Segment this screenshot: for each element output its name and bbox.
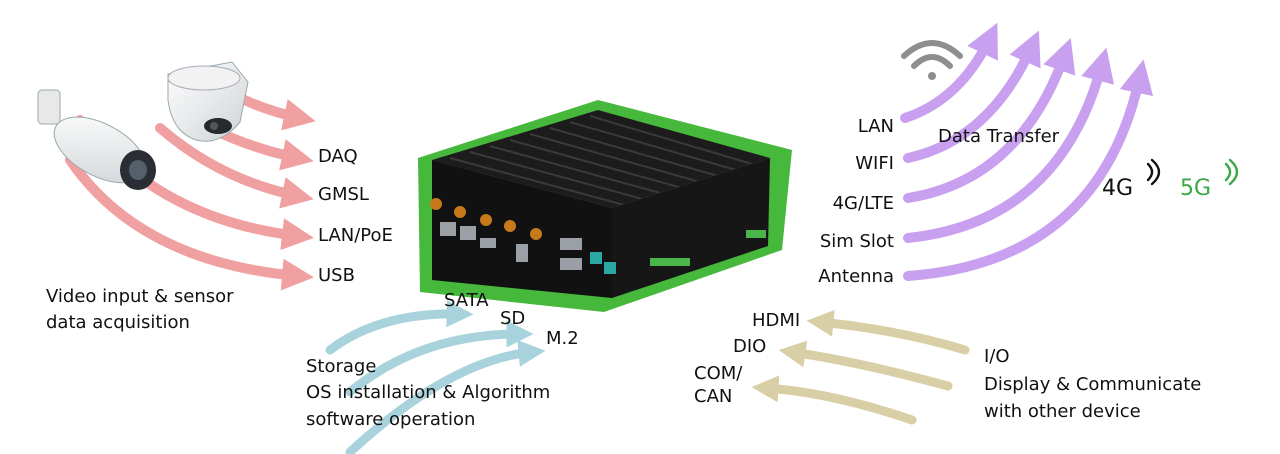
io-caption-line-3: with other device bbox=[984, 401, 1141, 422]
storage-caption-line-3: software operation bbox=[306, 409, 476, 430]
arrow-gmsl bbox=[155, 123, 314, 209]
label-sim-slot: Sim Slot bbox=[819, 231, 894, 252]
dome-camera-icon bbox=[167, 61, 249, 142]
data-transfer-title: Data Transfer bbox=[938, 126, 1060, 147]
io-arrows bbox=[751, 309, 970, 425]
arrow-lan bbox=[900, 22, 998, 123]
badge-4g: 4G bbox=[1102, 176, 1134, 201]
label-wifi: WIFI bbox=[855, 153, 894, 174]
label-sd: SD bbox=[500, 308, 526, 329]
badge-5g: 5G bbox=[1180, 176, 1212, 201]
arrow-hdmi bbox=[806, 309, 970, 355]
arrow-sd bbox=[345, 320, 534, 397]
arrow-dio bbox=[778, 340, 953, 391]
arrow-4g-lte bbox=[903, 37, 1076, 203]
signal-icon-4g bbox=[1146, 158, 1161, 186]
label-gmsl: GMSL bbox=[318, 184, 369, 205]
label-m2: M.2 bbox=[546, 328, 579, 349]
bullet-camera-icon bbox=[37, 89, 156, 190]
label-com: COM/ bbox=[694, 363, 743, 384]
label-lan-poe: LAN/PoE bbox=[318, 225, 393, 246]
left-caption-line-2: data acquisition bbox=[46, 312, 190, 333]
arrow-wifi bbox=[903, 30, 1041, 163]
storage-caption-line-2: OS installation & Algorithm bbox=[306, 382, 551, 403]
io-caption-line-2: Display & Communicate bbox=[984, 374, 1202, 395]
arrow-m2 bbox=[345, 339, 546, 454]
label-sata: SATA bbox=[444, 290, 489, 311]
storage-arrows bbox=[325, 300, 546, 454]
label-lan: LAN bbox=[857, 116, 894, 137]
label-can: CAN bbox=[694, 386, 733, 407]
arrow-usb bbox=[65, 155, 314, 291]
label-4g-lte: 4G/LTE bbox=[832, 193, 894, 214]
arrow-com-can bbox=[751, 375, 917, 425]
wifi-icon bbox=[901, 40, 963, 80]
label-dio: DIO bbox=[733, 336, 767, 357]
label-antenna: Antenna bbox=[818, 266, 894, 287]
storage-caption-line-1: Storage bbox=[306, 356, 377, 377]
front-ports bbox=[430, 198, 542, 240]
arrow-sata bbox=[325, 300, 474, 355]
label-hdmi: HDMI bbox=[752, 310, 801, 331]
arrow-sim-slot bbox=[903, 47, 1115, 243]
signal-icon-5g bbox=[1224, 158, 1239, 186]
label-usb: USB bbox=[318, 265, 355, 286]
output-arrows bbox=[900, 22, 1154, 281]
io-caption-line-1: I/O bbox=[984, 346, 1010, 367]
edge-computer-device bbox=[418, 100, 792, 312]
left-caption-line-1: Video input & sensor bbox=[46, 286, 234, 307]
label-daq: DAQ bbox=[318, 146, 358, 167]
arrow-antenna bbox=[903, 59, 1154, 281]
